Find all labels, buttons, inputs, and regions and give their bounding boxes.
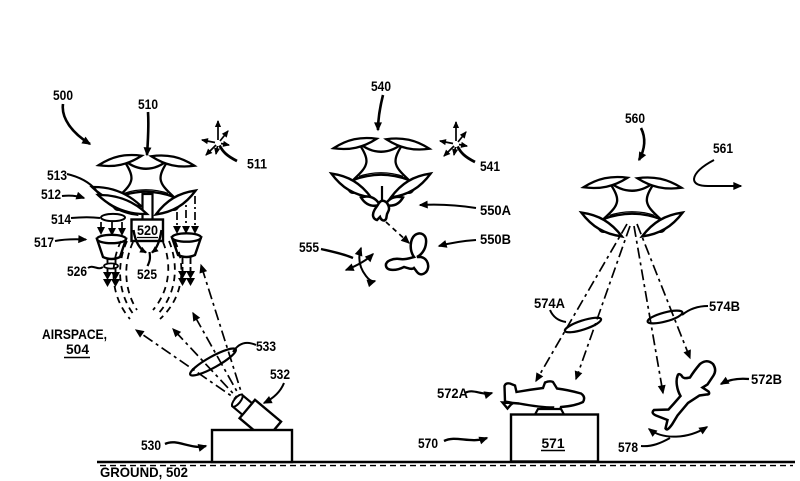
svg-text:561: 561 <box>713 140 733 156</box>
svg-text:504: 504 <box>66 341 89 357</box>
svg-text:550B: 550B <box>480 231 511 247</box>
svg-text:570: 570 <box>418 435 438 451</box>
svg-text:560: 560 <box>625 110 645 126</box>
svg-text:530: 530 <box>141 437 161 453</box>
svg-text:525: 525 <box>137 266 157 282</box>
svg-text:517: 517 <box>34 234 54 250</box>
svg-text:512: 512 <box>41 186 61 202</box>
svg-text:540: 540 <box>371 78 391 94</box>
svg-text:526: 526 <box>67 263 87 279</box>
svg-text:550A: 550A <box>480 202 511 218</box>
svg-text:AIRSPACE,: AIRSPACE, <box>42 326 107 342</box>
svg-text:GROUND, 502: GROUND, 502 <box>100 464 188 480</box>
svg-text:571: 571 <box>542 435 565 451</box>
svg-text:520: 520 <box>137 223 158 238</box>
svg-text:533: 533 <box>256 338 276 354</box>
svg-text:541: 541 <box>480 158 500 174</box>
svg-text:578: 578 <box>618 439 638 455</box>
svg-text:574A: 574A <box>534 295 565 311</box>
svg-text:510: 510 <box>138 96 158 112</box>
svg-text:532: 532 <box>270 366 290 382</box>
svg-text:572B: 572B <box>751 371 782 387</box>
svg-text:511: 511 <box>247 156 267 172</box>
svg-text:555: 555 <box>299 239 319 255</box>
svg-text:514: 514 <box>51 211 71 227</box>
svg-text:572A: 572A <box>437 385 468 401</box>
svg-text:513: 513 <box>47 167 67 183</box>
svg-text:574B: 574B <box>709 298 740 314</box>
svg-text:500: 500 <box>53 87 73 103</box>
